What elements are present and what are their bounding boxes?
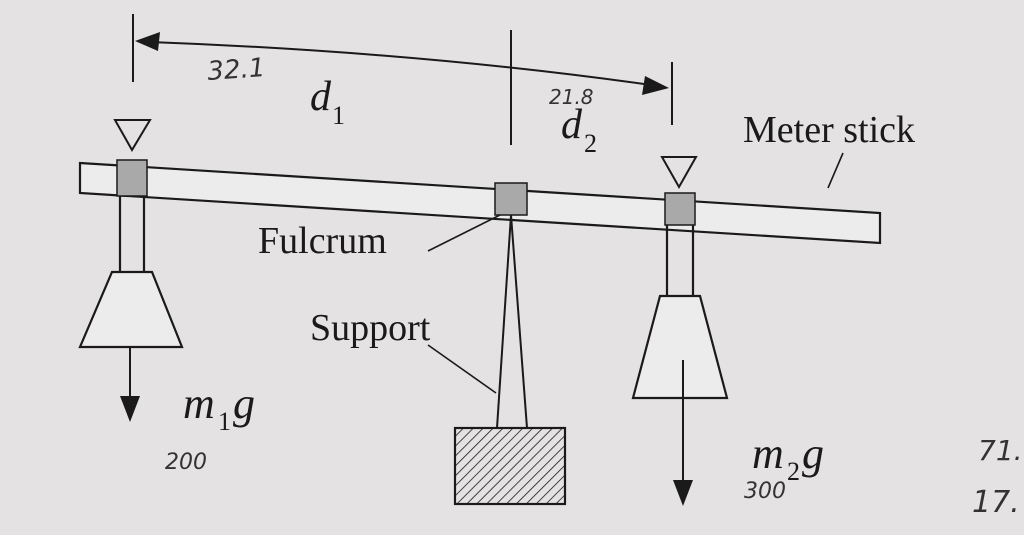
svg-text:g: g (233, 379, 255, 428)
handwritten-margin-bottom: 17. (972, 485, 1020, 520)
left-clamp (116, 159, 148, 197)
left-hanger (118, 196, 146, 272)
svg-text:2: 2 (787, 457, 800, 486)
support-label: Support (310, 307, 431, 349)
d1-label: d 1 (310, 74, 345, 130)
support-leader (427, 344, 497, 394)
svg-text:g: g (802, 429, 824, 478)
left-arrowhead (135, 32, 160, 51)
handwritten-margin-top: 71. (978, 434, 1023, 467)
handwritten-m1-value: 200 (165, 450, 207, 475)
svg-text:m: m (752, 429, 784, 478)
right-force-arrow (673, 360, 693, 506)
m2g-label: m 2 g (752, 429, 824, 486)
left-mass (78, 270, 184, 349)
handwritten-d1-value: 32.1 (206, 53, 266, 87)
right-knife-edge (660, 156, 698, 190)
svg-text:1: 1 (218, 407, 231, 436)
support-base (453, 426, 567, 506)
right-arrowhead (642, 76, 669, 95)
handwritten-m2-value: 300 (744, 479, 786, 504)
meter-stick-label: Meter stick (743, 109, 915, 151)
meter-stick-bar (78, 161, 882, 245)
svg-text:2: 2 (584, 129, 597, 158)
m1g-label: m 1 g (183, 379, 255, 436)
svg-text:1: 1 (332, 101, 345, 130)
meter-stick-leader (827, 152, 844, 189)
right-hanger (665, 225, 695, 296)
support-stand (496, 214, 528, 429)
left-knife-edge (113, 119, 152, 152)
left-force-arrow (120, 347, 140, 422)
fulcrum-label: Fulcrum (258, 220, 387, 262)
fulcrum-clamp (494, 182, 528, 216)
fulcrum-leader (427, 214, 501, 252)
right-clamp (664, 192, 696, 226)
right-mass (631, 294, 729, 400)
svg-text:m: m (183, 379, 215, 428)
d2-label: d 2 (561, 102, 597, 158)
svg-text:d: d (310, 74, 332, 120)
distance-arrow-line (149, 41, 659, 87)
distance-markers (132, 14, 673, 145)
handwritten-d2-value: 21.8 (549, 85, 594, 109)
svg-text:d: d (561, 102, 583, 148)
